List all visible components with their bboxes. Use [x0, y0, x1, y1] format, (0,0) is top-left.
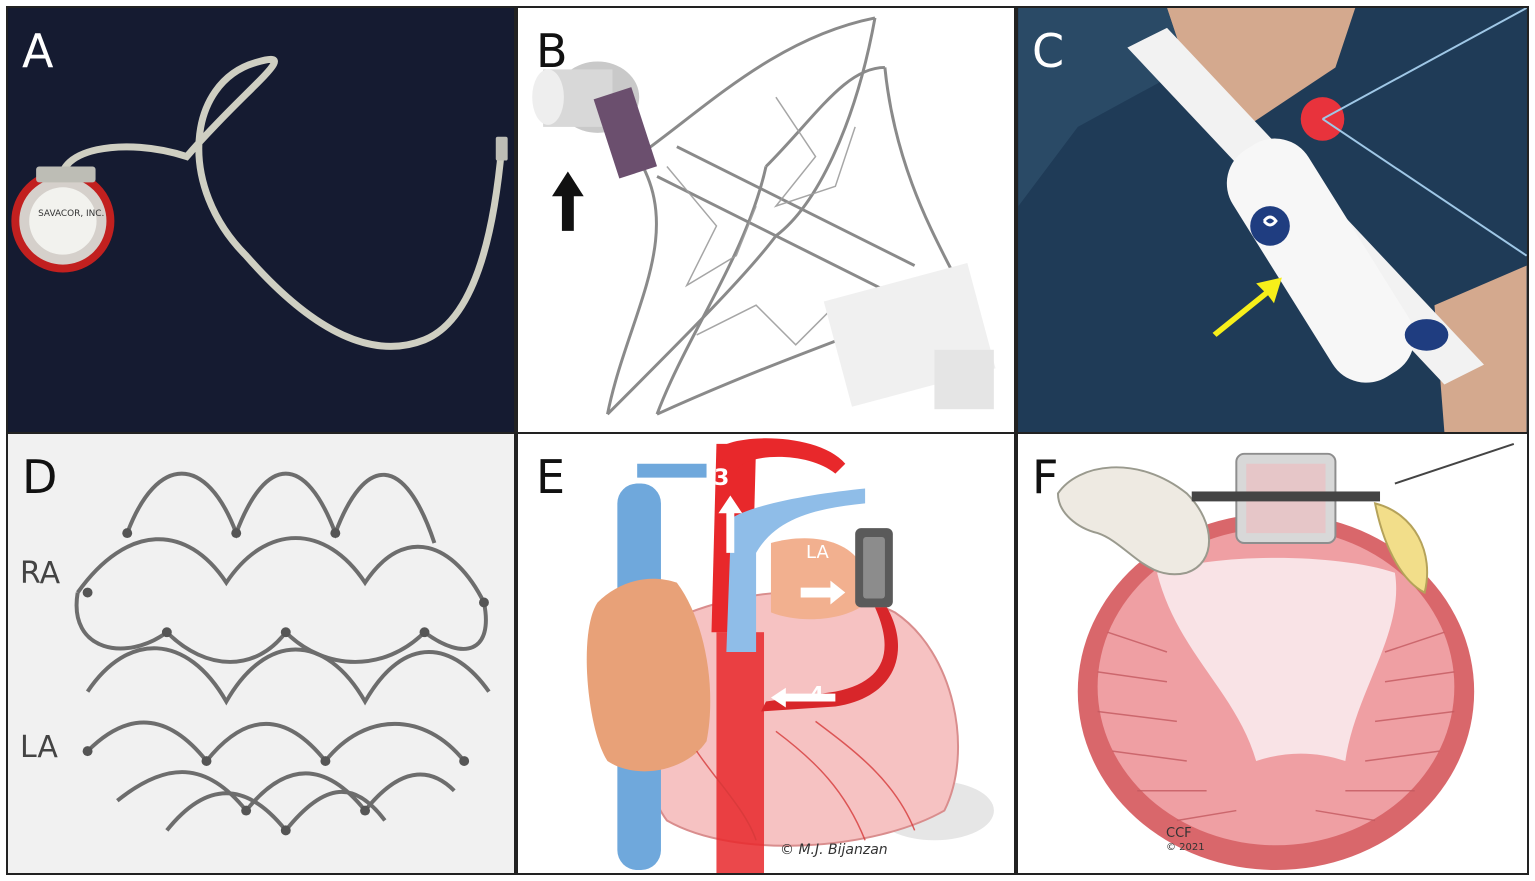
panel-letter-c: C	[1032, 24, 1065, 78]
neck-skin	[1166, 8, 1356, 127]
panel-a-illustration: SAVACOR, INC.	[8, 8, 514, 432]
aorta-descending	[716, 632, 765, 873]
nitinol-frame	[606, 16, 956, 416]
surgeon-glove	[1056, 466, 1210, 576]
illustrator-credit: © M.J. Bijanzan	[780, 842, 888, 858]
cavity-opening	[1157, 557, 1397, 762]
pulmonary-artery	[726, 488, 866, 653]
credit-year: © 2021	[1166, 842, 1205, 853]
panel-letter-b: B	[536, 24, 568, 78]
yellow-arrow	[1212, 277, 1282, 337]
right-atrium	[586, 578, 711, 772]
flow-arrow-la	[800, 580, 846, 605]
panel-letter-e: E	[536, 450, 566, 504]
signal-lines	[1321, 8, 1527, 257]
panel-b-shunt-device: B	[516, 6, 1016, 434]
chamber-label-la: LA	[806, 542, 829, 563]
panel-d-stent-photo: D RA LA	[6, 432, 516, 875]
panel-c-illustration	[1018, 8, 1527, 432]
frame-eyelets	[82, 528, 489, 836]
panel-a-implant-photo: SAVACOR, INC. A	[6, 6, 516, 434]
label-la: LA	[20, 730, 58, 765]
lead-wire	[57, 55, 506, 350]
heart-target-dot	[1300, 97, 1345, 141]
flow-arrow-4	[770, 687, 836, 708]
outflow-conduit	[761, 607, 899, 712]
double-disc-frame	[74, 471, 491, 834]
left-atrium	[770, 538, 861, 620]
panel-e-heart-diagram: E 3 LA 4 © M.J. Bijanzan	[516, 432, 1016, 875]
outflow-cuff	[823, 263, 996, 410]
label-ra: RA	[20, 556, 61, 591]
flow-label-4: 4	[810, 682, 824, 706]
panel-letter-d: D	[22, 450, 58, 504]
panel-letter-a: A	[22, 24, 54, 78]
flow-arrow-3	[718, 495, 743, 553]
credit-org: CCF	[1166, 826, 1192, 841]
panel-letter-f: F	[1032, 450, 1059, 504]
panel-c-wearable-photo: C	[1016, 6, 1529, 434]
up-arrow	[552, 171, 584, 231]
panel-e-illustration	[518, 434, 1014, 873]
fat-tissue	[1373, 502, 1429, 594]
trabeculae	[1097, 631, 1455, 822]
panel-f-illustration	[1018, 434, 1527, 873]
panel-d-illustration	[8, 434, 514, 873]
sensor-pad	[1226, 138, 1415, 383]
panel-f-surgical-illustration: F CCF © 2021	[1016, 432, 1529, 875]
flow-label-3: 3	[714, 466, 730, 491]
panel-b-illustration	[518, 8, 1014, 432]
device-engraving: SAVACOR, INC.	[38, 209, 104, 219]
